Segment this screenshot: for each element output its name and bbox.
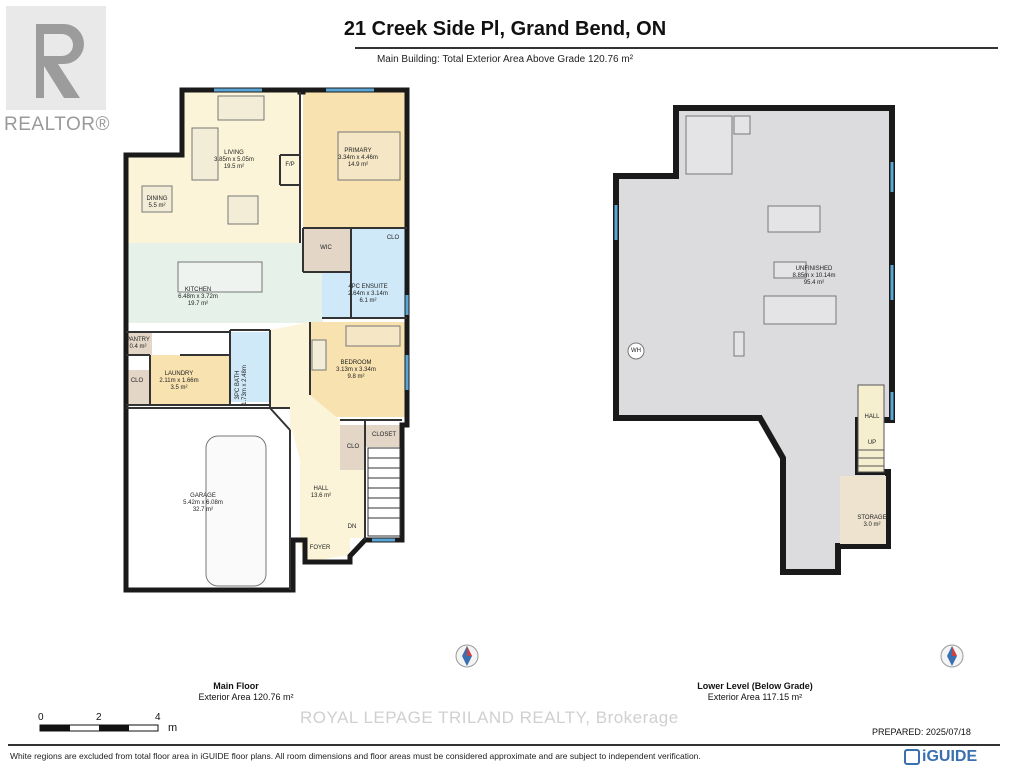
foyer-label: FOYER [309, 545, 331, 551]
header-rule [355, 47, 998, 49]
closet-label-hall: CLO [346, 444, 360, 450]
compass-icon [940, 644, 964, 668]
main-floor-plan [123, 87, 410, 593]
disclaimer-text: White regions are excluded from total fl… [10, 751, 701, 761]
iguide-logo-text: iGUIDE [922, 748, 978, 765]
realtor-logo-text: REALTOR® [4, 114, 110, 135]
lower-level-area: Exterior Area 117.15 m² [707, 692, 803, 702]
scale-bar [39, 724, 159, 732]
closet-label-ensuite: CLO [386, 235, 400, 241]
brokerage-watermark: ROYAL LEPAGE TRILAND REALTY, Brokerage [300, 708, 679, 727]
wic-label: WIC [320, 245, 332, 251]
main-floor-area: Exterior Area 120.76 m² [198, 692, 294, 702]
room-label-lower-hall: HALL [864, 414, 880, 420]
iguide-logo-icon [904, 748, 920, 765]
iguide-logo: iGUIDE [904, 748, 977, 766]
realtor-logo-icon [6, 6, 106, 110]
closet-label-laundry: CLO [130, 378, 144, 384]
page-subtitle: Main Building: Total Exterior Area Above… [376, 54, 634, 65]
stairs-down-label: DN [347, 524, 357, 530]
scale-tick-4: 4 [155, 712, 161, 723]
footer-rule [8, 744, 1000, 746]
fireplace-label: F/P [285, 162, 295, 168]
scale-unit: m [168, 722, 178, 734]
water-heater-label: WH [631, 348, 641, 354]
closet-label-bedroom: CLOSET [371, 432, 396, 438]
page-title: 21 Creek Side Pl, Grand Bend, ON [343, 18, 667, 40]
lower-level-plan [613, 105, 895, 575]
main-floor-title: Main Floor [213, 681, 259, 691]
scale-tick-0: 0 [38, 712, 44, 723]
stairs-up-label: UP [867, 440, 877, 446]
lower-level-title: Lower Level (Below Grade) [697, 681, 813, 691]
compass-icon [455, 644, 479, 668]
prepared-date: PREPARED: 2025/07/18 [872, 727, 971, 737]
realtor-logo [6, 6, 106, 110]
scale-tick-2: 2 [96, 712, 102, 723]
